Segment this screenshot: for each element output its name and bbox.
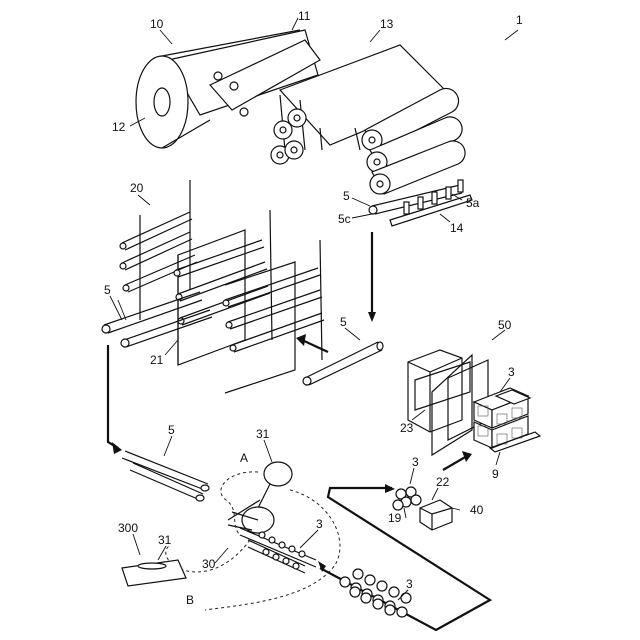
ref-label-5-left: 5	[104, 283, 111, 297]
small-bundle	[393, 487, 421, 510]
path-b	[205, 490, 340, 610]
ref-label-31-top: 31	[256, 427, 270, 441]
ref-label-19: 19	[388, 511, 402, 525]
ref-label-B: B	[186, 593, 194, 607]
ref-label-10: 10	[150, 17, 164, 31]
roller-31-top	[264, 462, 292, 486]
ref-label-14: 14	[450, 221, 464, 235]
web-roll-assembly	[136, 30, 472, 226]
ref-label-20: 20	[130, 181, 144, 195]
lower-tubes	[122, 451, 209, 501]
tube-transfer	[296, 334, 383, 385]
stacker-unit	[408, 350, 540, 455]
bottom-rolls	[340, 569, 411, 617]
cutting-unit	[102, 180, 324, 393]
ref-label-5c: 5c	[338, 212, 351, 226]
ref-label-22: 22	[436, 475, 450, 489]
pack-stack	[474, 388, 540, 452]
tray	[122, 560, 186, 586]
ref-label-5-top: 5	[343, 189, 350, 203]
ref-label-5a: 5a	[466, 196, 480, 210]
ref-label-5-low: 5	[168, 423, 175, 437]
ref-label-21: 21	[150, 353, 164, 367]
ref-label-50: 50	[498, 318, 512, 332]
packaging-box	[420, 500, 452, 530]
ref-label-30: 30	[202, 557, 216, 571]
ref-label-23: 23	[400, 421, 414, 435]
ref-label-3-pack: 3	[508, 365, 515, 379]
ref-label-11: 11	[298, 9, 311, 23]
ref-label-A: A	[240, 451, 248, 465]
ref-label-3-small: 3	[412, 455, 419, 469]
ref-label-9: 9	[492, 467, 499, 481]
ref-label-3-bottom: 3	[406, 577, 413, 591]
ref-label-1: 1	[516, 13, 523, 27]
ref-label-300: 300	[118, 521, 138, 535]
ref-label-3-machine: 3	[316, 517, 323, 531]
ref-label-40: 40	[470, 503, 484, 517]
ref-label-13: 13	[380, 17, 394, 31]
printing-machine	[228, 462, 316, 573]
ref-label-31-low: 31	[158, 533, 172, 547]
flow-line-left	[108, 345, 118, 448]
ref-label-12: 12	[112, 120, 126, 134]
ref-label-5-mid: 5	[340, 315, 347, 329]
